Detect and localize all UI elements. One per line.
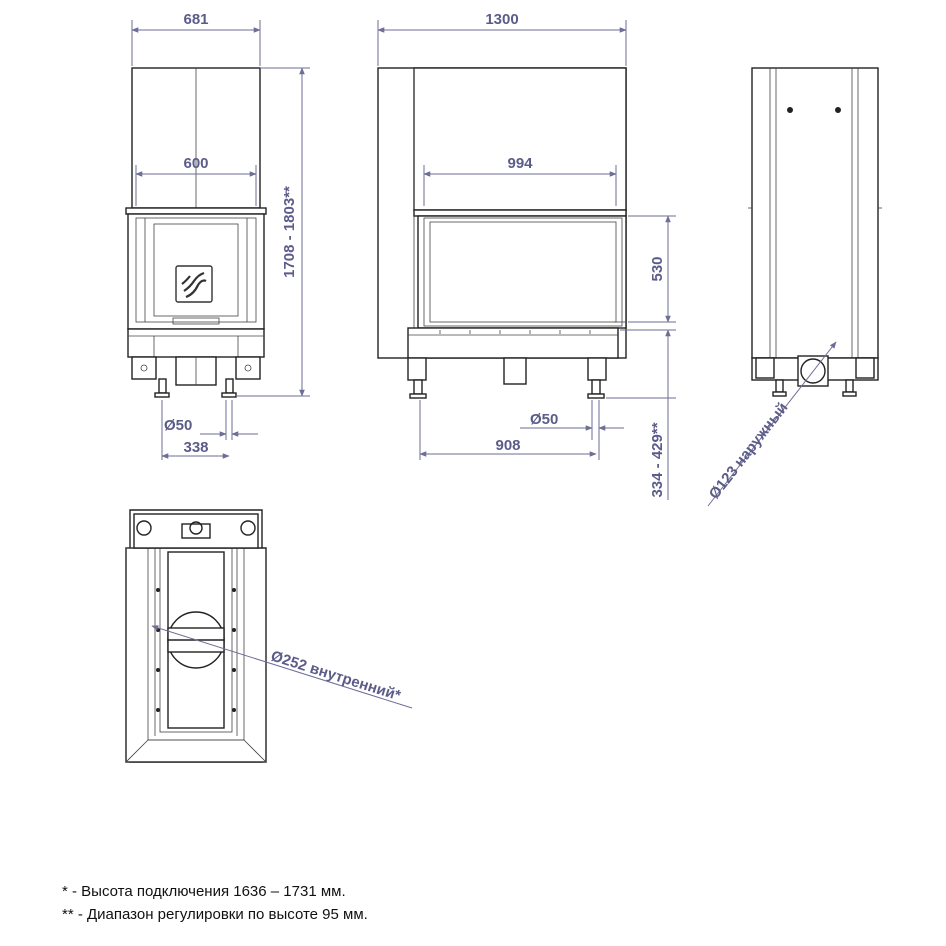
dim-side-glass-width: 994	[507, 155, 533, 172]
dim-outer-duct: Ø123 наружный	[706, 399, 792, 502]
top-view	[125, 509, 267, 763]
dim-total-height: 1708 - 1803**	[281, 186, 298, 278]
dim-side-pipe-offset: 908	[495, 437, 520, 454]
back-view	[748, 67, 882, 397]
dim-front-width: 681	[183, 11, 208, 28]
footnote-adjustment-range: ** - Диапазон регулировки по высоте 95 м…	[62, 906, 368, 923]
brand-logo-icon	[175, 265, 213, 303]
dim-side-width: 1300	[485, 11, 518, 28]
front-view	[125, 67, 267, 398]
footnote-connection-height: * - Высота подключения 1636 – 1731 мм.	[62, 883, 346, 900]
dim-front-pipe: Ø50	[164, 417, 192, 434]
front-view-dimensions: 681 600 1708 - 1803** Ø50 338	[131, 11, 310, 460]
dim-leg-height: 334 - 429**	[649, 422, 666, 497]
dim-front-pipe-offset: 338	[183, 439, 208, 456]
dim-front-glass-width: 600	[183, 155, 208, 172]
footnotes: * - Высота подключения 1636 – 1731 мм. *…	[62, 880, 368, 926]
dim-side-glass-height: 530	[649, 256, 666, 281]
side-view-dimensions: 1300 994 530 334 - 429** Ø50 908	[377, 11, 676, 500]
dim-inner-flue: Ø252 внутренний*	[269, 648, 403, 705]
dim-side-pipe: Ø50	[530, 411, 558, 428]
side-view	[377, 67, 627, 399]
